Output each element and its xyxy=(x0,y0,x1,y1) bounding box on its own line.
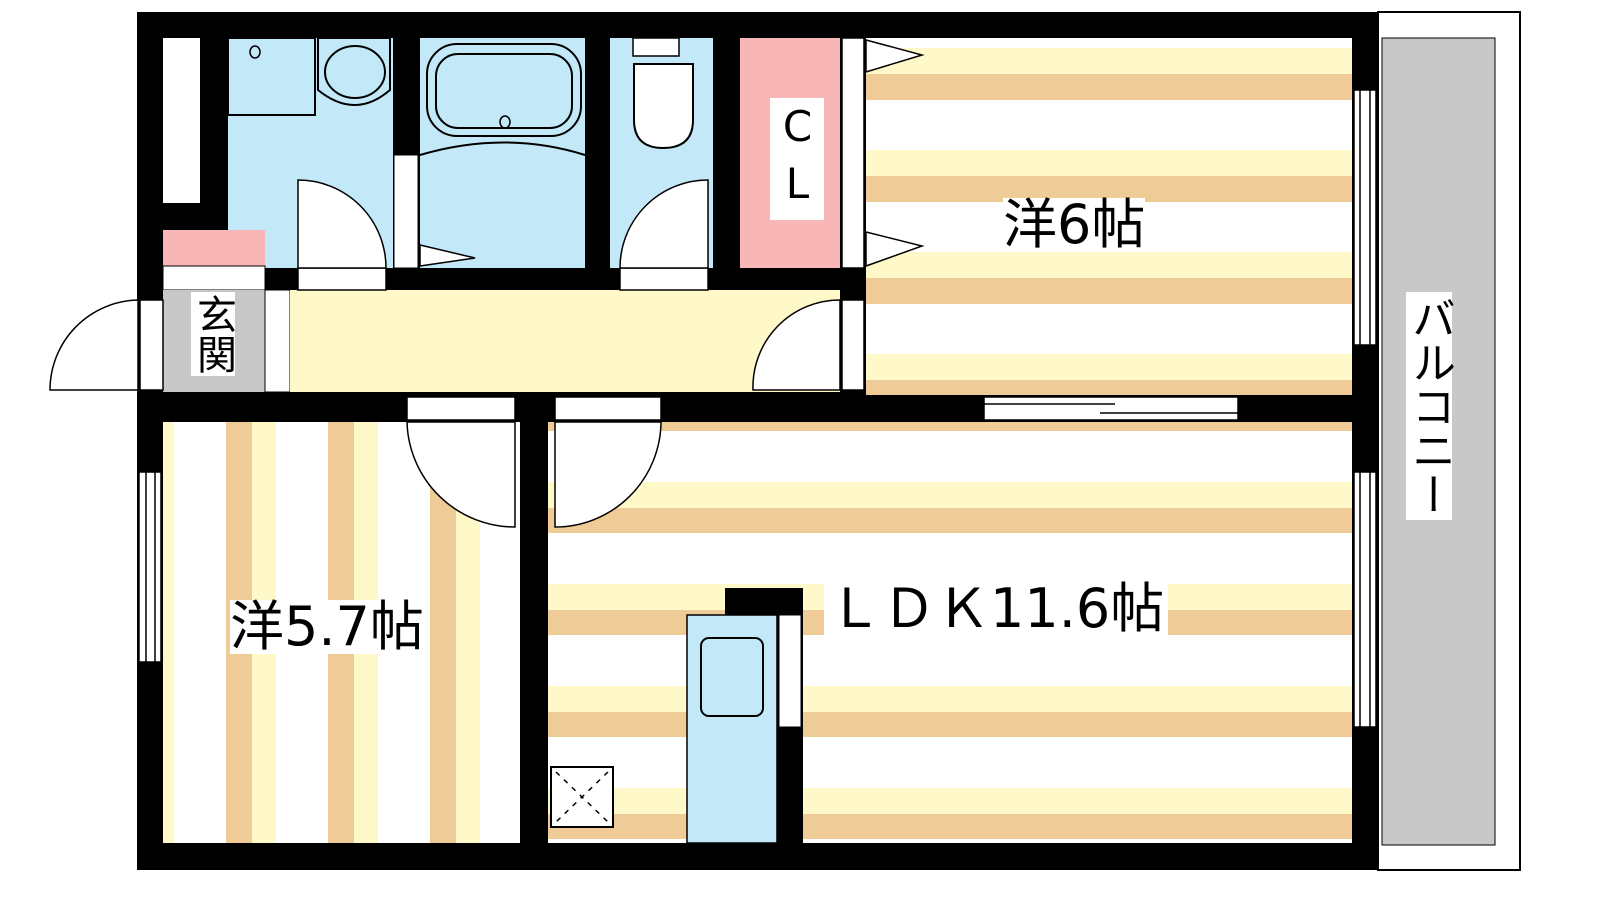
room-label-balcony: バルコニー xyxy=(1404,292,1455,520)
refrigerator-space-icon xyxy=(550,766,614,828)
room-label-entrance: 玄関 xyxy=(190,292,236,376)
kitchen-counter xyxy=(686,614,778,844)
room-label-closet: CL xyxy=(770,98,824,220)
shoe-box xyxy=(163,230,265,266)
room-label-western-5-7: 洋5.7帖 xyxy=(230,595,424,658)
sink-icon xyxy=(317,37,391,106)
hallway xyxy=(290,290,840,392)
kitchen-sink-icon xyxy=(700,637,764,717)
doors xyxy=(49,37,925,528)
room-label-western-6: 洋6帖 xyxy=(1003,193,1146,256)
washing-machine-icon xyxy=(227,37,316,116)
bathtub-icon xyxy=(419,43,586,156)
room-label-ldk: ＬＤＫ11.6帖 xyxy=(824,582,1169,636)
storage-strip xyxy=(163,38,200,203)
toilet-icon xyxy=(632,37,694,150)
bathroom xyxy=(420,38,585,268)
windows xyxy=(138,89,1377,728)
balcony xyxy=(1377,11,1521,871)
